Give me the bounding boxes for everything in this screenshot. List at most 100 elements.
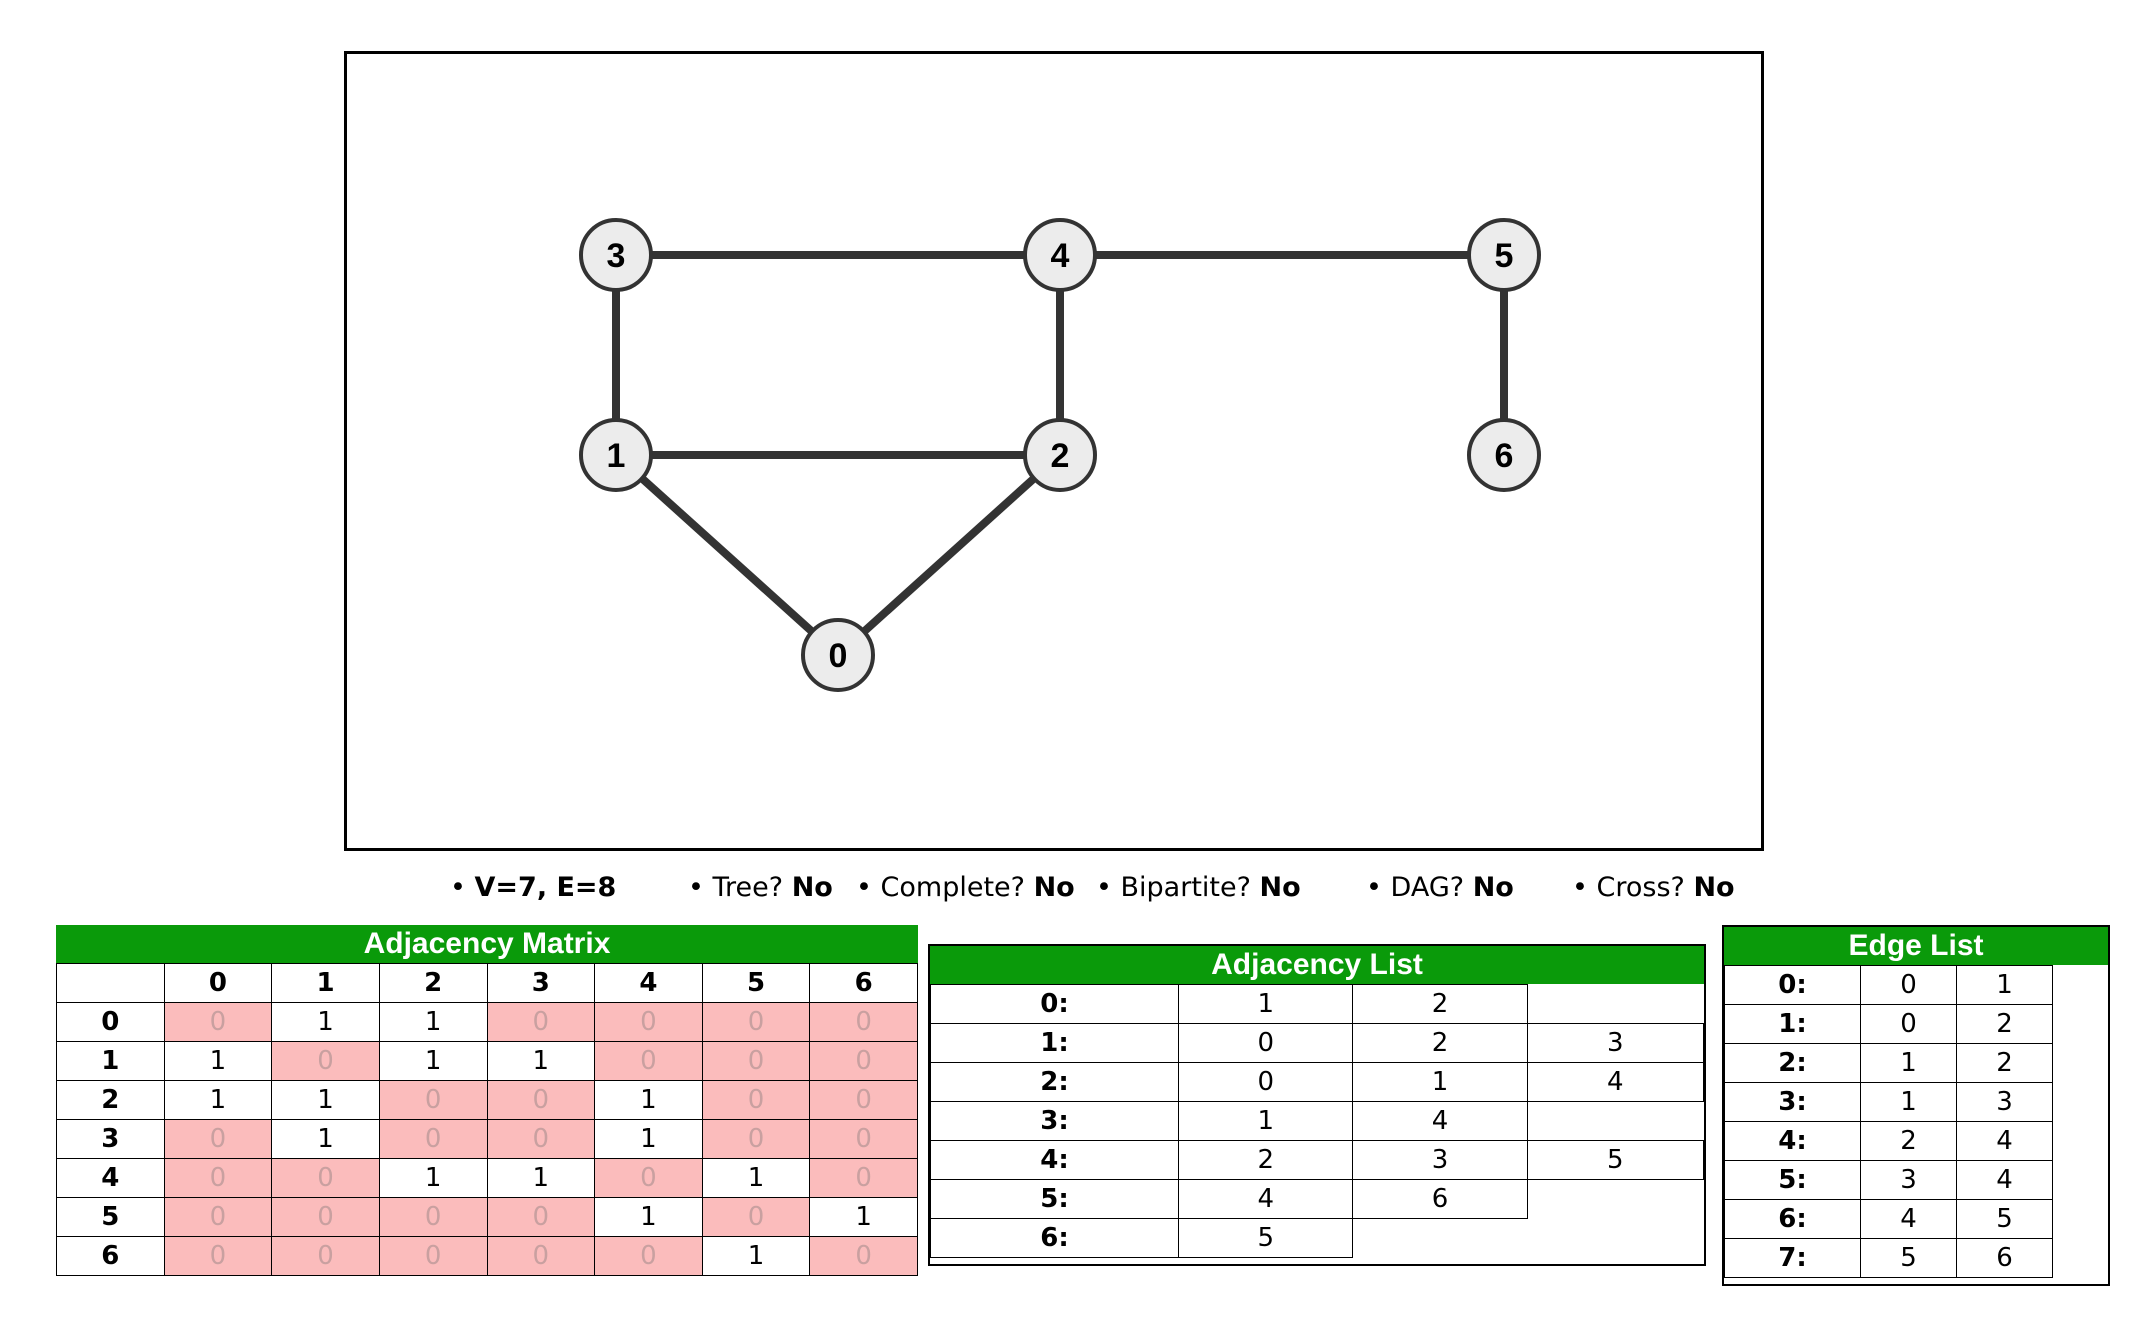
adjacency-list-empty: [1527, 1219, 1703, 1258]
edge-list-source: 1: [1860, 1043, 1957, 1083]
prop-complete: • Complete? No: [856, 872, 1075, 903]
edge-0-1[interactable]: [613, 452, 841, 658]
edge-list-index: 2:: [1724, 1043, 1861, 1083]
adjacency-list-neighbor: 4: [1352, 1101, 1528, 1141]
edge-list-source: 4: [1860, 1199, 1957, 1239]
node-2[interactable]: 2: [1023, 418, 1097, 492]
adjacency-list-vertex: 1:: [929, 1023, 1180, 1063]
matrix-cell: 0: [809, 1158, 918, 1198]
edge-list-index: 1:: [1724, 1004, 1861, 1044]
edge-list-index: 5:: [1724, 1160, 1861, 1200]
matrix-cell: 0: [163, 1002, 273, 1042]
edge-list-index: 4:: [1724, 1121, 1861, 1161]
edge-list-target: 6: [1956, 1238, 2053, 1278]
node-circle[interactable]: [801, 618, 875, 692]
matrix-cell: 0: [809, 1236, 918, 1276]
matrix-cell: 0: [378, 1236, 488, 1276]
adjacency-list-neighbor: 6: [1352, 1179, 1528, 1219]
node-circle[interactable]: [579, 418, 653, 492]
edge-list-source: 1: [1860, 1082, 1957, 1122]
node-circle[interactable]: [1023, 218, 1097, 292]
matrix-cell: 0: [271, 1236, 380, 1276]
matrix-cell: 1: [271, 1002, 380, 1042]
node-circle[interactable]: [1023, 418, 1097, 492]
matrix-cell: 1: [271, 1080, 380, 1120]
matrix-row-header: 4: [56, 1158, 165, 1198]
matrix-cell: 1: [594, 1197, 703, 1237]
node-6[interactable]: 6: [1467, 418, 1541, 492]
matrix-column-header: 0: [163, 963, 273, 1003]
matrix-row-header: 0: [56, 1002, 165, 1042]
adjacency-list-empty: [1527, 1180, 1703, 1219]
matrix-column-header: 3: [486, 963, 596, 1003]
matrix-cell: 0: [486, 1119, 596, 1159]
adjacency-list-vertex: 6:: [929, 1218, 1180, 1258]
matrix-row-header: 2: [56, 1080, 165, 1120]
edge-list-index: 0:: [1724, 965, 1861, 1005]
adjacency-list-neighbor: 0: [1178, 1062, 1354, 1102]
edge-list-target: 4: [1956, 1121, 2053, 1161]
edge-list-source: 0: [1860, 1004, 1957, 1044]
matrix-cell: 0: [486, 1197, 596, 1237]
matrix-column-header: 4: [594, 963, 703, 1003]
adjacency-matrix-title: Adjacency Matrix: [56, 925, 918, 963]
node-4[interactable]: 4: [1023, 218, 1097, 292]
matrix-cell: 0: [271, 1158, 380, 1198]
edge-list-index: 6:: [1724, 1199, 1861, 1239]
adjacency-list-title: Adjacency List: [930, 946, 1704, 984]
node-0[interactable]: 0: [801, 618, 875, 692]
edge-0-2[interactable]: [835, 452, 1063, 658]
prop-cross: • Cross? No: [1572, 872, 1735, 903]
node-5[interactable]: 5: [1467, 218, 1541, 292]
node-label: 5: [1495, 237, 1514, 275]
edge-list-title: Edge List: [1724, 927, 2108, 965]
adjacency-list-neighbor: 2: [1178, 1140, 1354, 1180]
matrix-cell: 0: [594, 1158, 703, 1198]
node-label: 0: [829, 637, 848, 675]
node-circle[interactable]: [1467, 418, 1541, 492]
edge-list-target: 1: [1956, 965, 2053, 1005]
edge-list-index: 7:: [1724, 1238, 1861, 1278]
adjacency-list-neighbor: 1: [1178, 984, 1354, 1024]
matrix-cell: 1: [378, 1002, 488, 1042]
matrix-cell: 0: [163, 1197, 273, 1237]
matrix-cell: 0: [271, 1041, 380, 1081]
matrix-row-header: 6: [56, 1236, 165, 1276]
node-1[interactable]: 1: [579, 418, 653, 492]
matrix-column-header: 1: [271, 963, 380, 1003]
matrix-cell: 0: [809, 1119, 918, 1159]
node-3[interactable]: 3: [579, 218, 653, 292]
matrix-cell: 1: [701, 1158, 811, 1198]
matrix-cell: 0: [701, 1080, 811, 1120]
matrix-cell: 0: [701, 1119, 811, 1159]
adjacency-list-neighbor: 5: [1526, 1140, 1705, 1180]
prop-dag: • DAG? No: [1366, 872, 1514, 903]
matrix-cell: 0: [701, 1197, 811, 1237]
matrix-cell: 0: [378, 1197, 488, 1237]
edge-list-source: 2: [1860, 1121, 1957, 1161]
matrix-cell: 1: [809, 1197, 918, 1237]
matrix-cell: 0: [486, 1236, 596, 1276]
node-circle[interactable]: [579, 218, 653, 292]
adjacency-list-neighbor: 0: [1178, 1023, 1354, 1063]
node-circle[interactable]: [1467, 218, 1541, 292]
edge-list-target: 4: [1956, 1160, 2053, 1200]
matrix-cell: 1: [594, 1080, 703, 1120]
